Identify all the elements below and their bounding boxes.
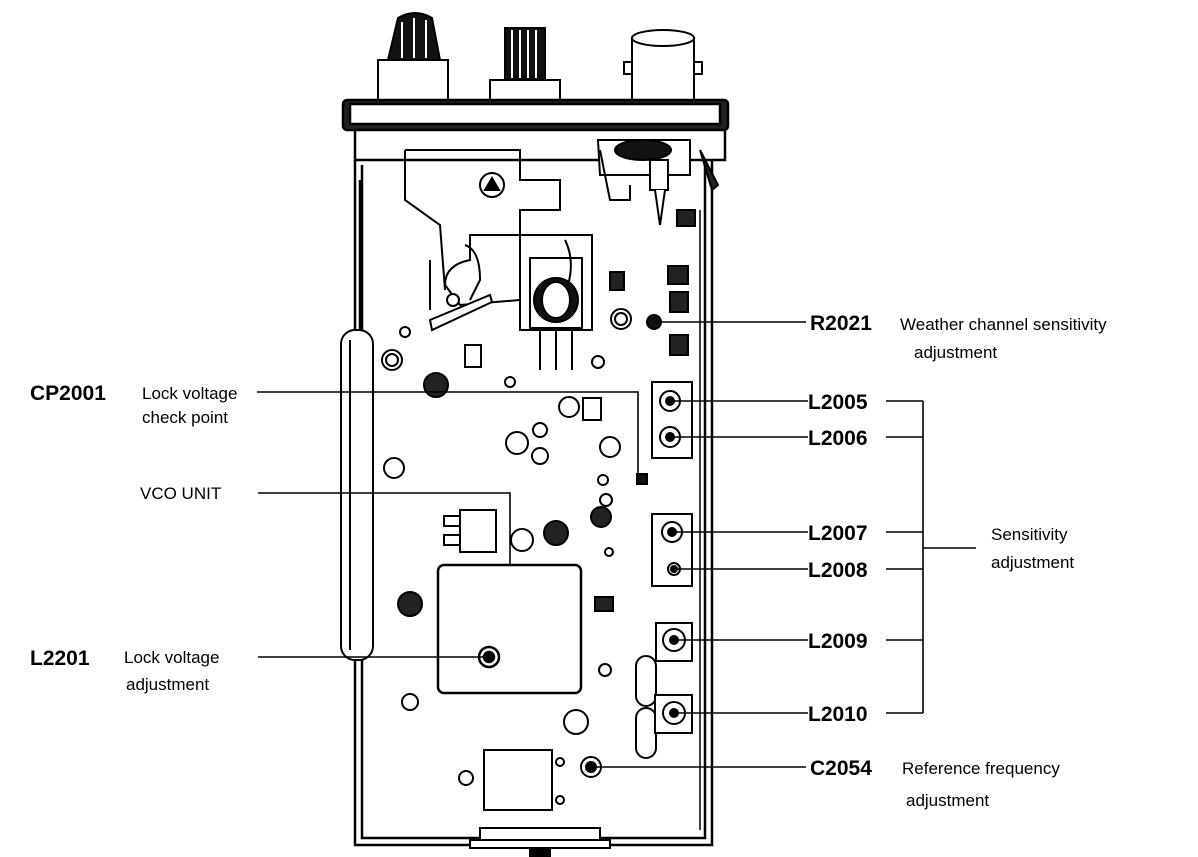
label-l2005: L2005 xyxy=(808,391,868,414)
label-r2021-desc-1: Weather channel sensitivity xyxy=(900,315,1107,334)
label-l2010: L2010 xyxy=(808,703,868,726)
coil-sockets xyxy=(651,381,693,734)
transistor xyxy=(443,509,497,553)
left-rod xyxy=(340,329,374,661)
label-r2021-code: R2021 xyxy=(810,312,872,335)
label-c2054-desc-2: adjustment xyxy=(906,791,989,810)
volume-knob xyxy=(377,12,449,101)
center-coil xyxy=(519,234,593,370)
label-r2021-desc-2: adjustment xyxy=(914,343,997,362)
vco-unit-box xyxy=(436,563,583,695)
internal-shield xyxy=(404,149,561,310)
label-l2201-desc-1: Lock voltage xyxy=(124,648,219,667)
top-right-parts xyxy=(564,139,720,356)
misc-components xyxy=(381,293,662,786)
label-sensitivity-1: Sensitivity xyxy=(991,525,1068,544)
label-vco-unit: VCO UNIT xyxy=(140,484,221,503)
label-l2007: L2007 xyxy=(808,522,868,545)
label-l2201-desc-2: adjustment xyxy=(126,675,209,694)
belt-clip xyxy=(469,827,611,857)
label-l2201-code: L2201 xyxy=(30,647,90,670)
channel-knob xyxy=(489,27,561,103)
label-c2054-code: C2054 xyxy=(810,757,872,780)
label-cp2001-desc-1: Lock voltage xyxy=(142,384,237,403)
leader-lines xyxy=(257,321,976,768)
label-l2008: L2008 xyxy=(808,559,868,582)
label-c2054-desc-1: Reference frequency xyxy=(902,759,1060,778)
crystal-unit xyxy=(483,749,602,811)
label-sensitivity-2: adjustment xyxy=(991,553,1074,572)
antenna-connector xyxy=(623,29,703,101)
label-cp2001-code: CP2001 xyxy=(30,382,106,405)
label-l2009: L2009 xyxy=(808,630,868,653)
label-cp2001-desc-2: check point xyxy=(142,408,228,427)
label-l2006: L2006 xyxy=(808,427,868,450)
